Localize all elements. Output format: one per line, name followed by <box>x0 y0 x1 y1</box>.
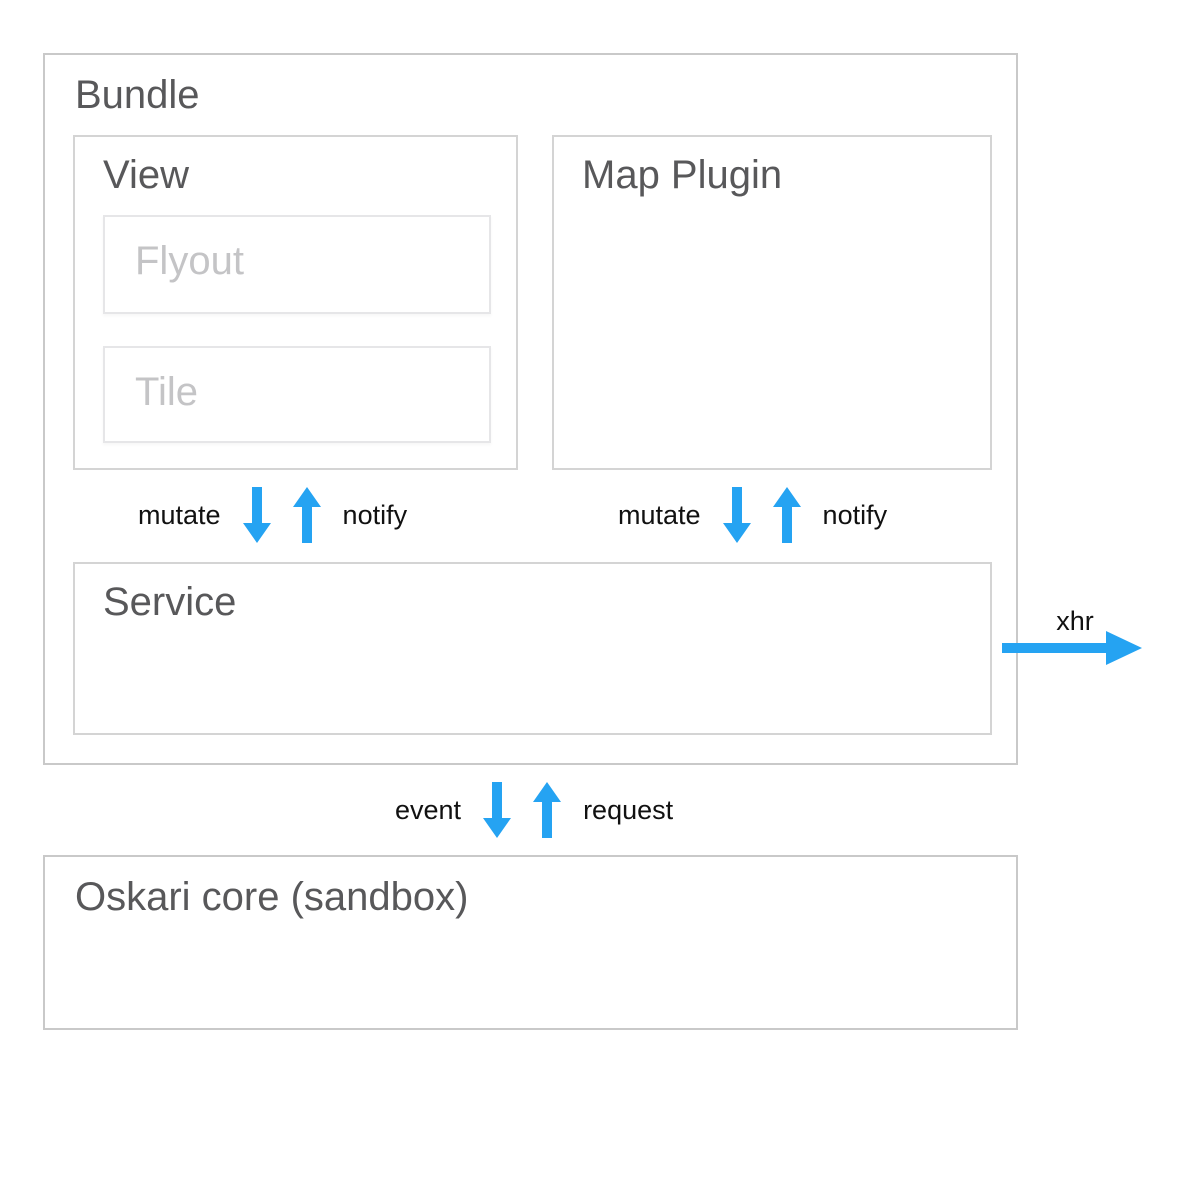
arrow-up-icon <box>772 487 801 543</box>
oskari-core-title: Oskari core (sandbox) <box>75 875 469 919</box>
service-box: Service <box>73 562 992 735</box>
flyout-label: Flyout <box>135 239 244 283</box>
xhr-label: xhr <box>1056 606 1094 636</box>
arrow-down-icon <box>242 487 271 543</box>
arrow-up-icon <box>292 487 321 543</box>
notify-label: notify <box>342 499 408 530</box>
bundle-title: Bundle <box>75 73 200 117</box>
notify-label: notify <box>822 499 888 530</box>
oskari-core-box: Oskari core (sandbox) <box>43 855 1018 1030</box>
mutate-label: mutate <box>138 499 221 530</box>
mutate-label: mutate <box>618 499 701 530</box>
bundle-box: Bundle View Flyout Tile Map Plugin Servi… <box>43 53 1018 765</box>
arrow-down-icon <box>483 782 512 838</box>
view-title: View <box>103 153 189 197</box>
tile-box: Tile <box>103 346 491 443</box>
map-plugin-title: Map Plugin <box>582 153 783 197</box>
arrow-up-icon <box>533 782 562 838</box>
bundle-core-arrow-group: event request <box>395 782 673 838</box>
view-service-arrow-group: mutate notify <box>138 487 407 543</box>
mapplugin-service-arrow-group: mutate notify <box>618 487 887 543</box>
arrow-right-icon <box>1002 631 1142 665</box>
tile-label: Tile <box>135 370 198 414</box>
request-label: request <box>583 794 674 825</box>
flyout-box: Flyout <box>103 215 491 314</box>
view-box: View Flyout Tile <box>73 135 518 470</box>
arrow-down-icon <box>722 487 751 543</box>
event-label: event <box>395 794 462 825</box>
map-plugin-box: Map Plugin <box>552 135 992 470</box>
service-title: Service <box>103 580 237 624</box>
